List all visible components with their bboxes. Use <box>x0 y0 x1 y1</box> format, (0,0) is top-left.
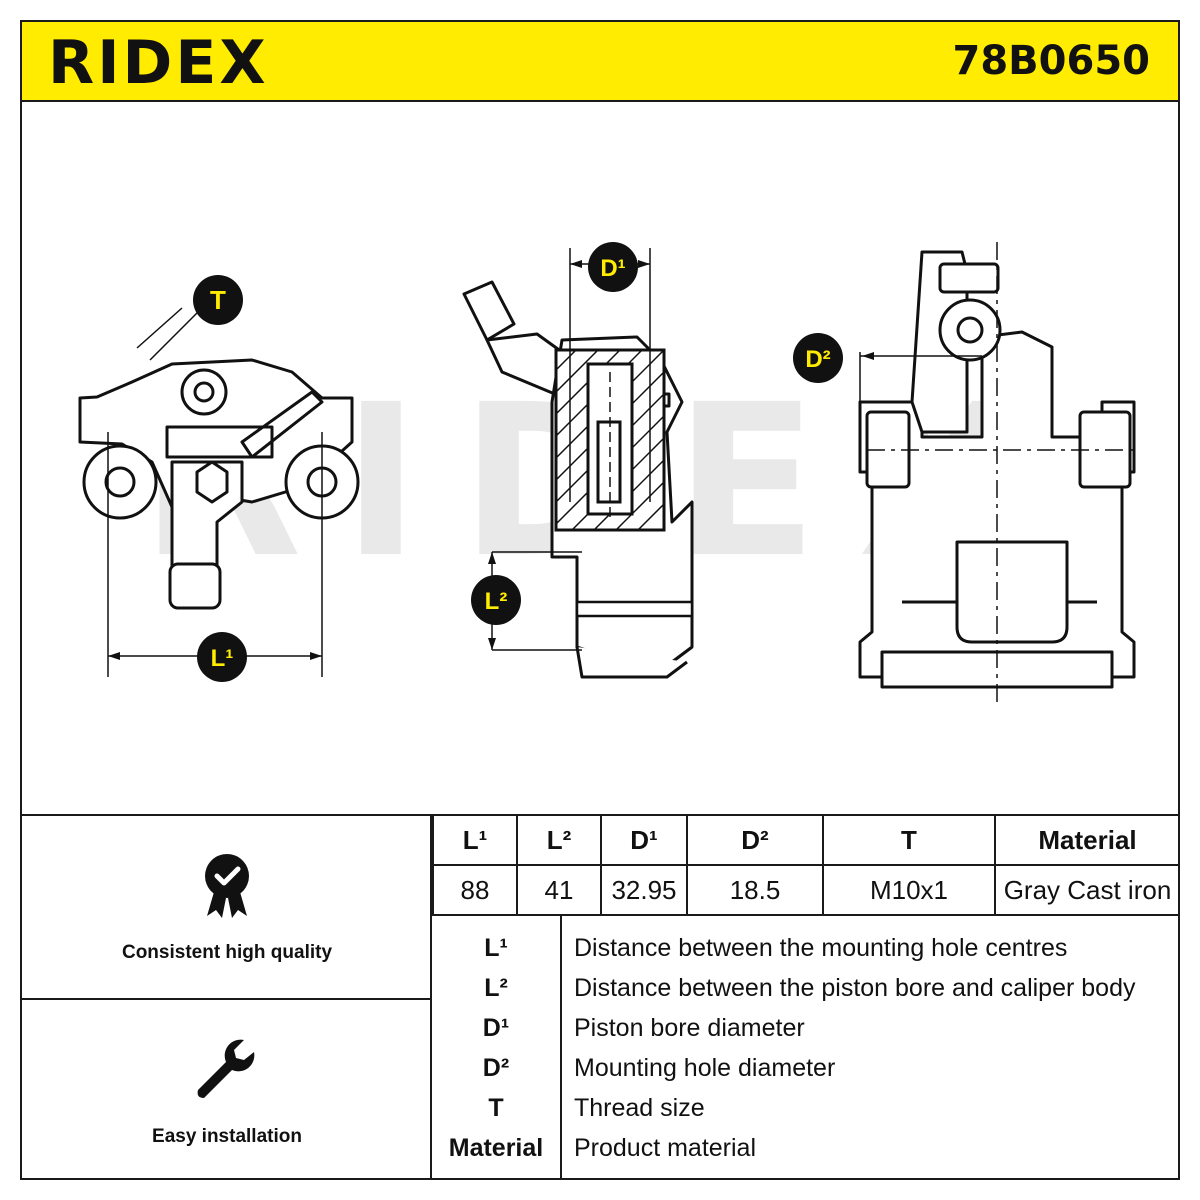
legend-key: L² <box>484 974 508 1002</box>
callout-d2-label: D² <box>805 346 830 373</box>
spec-header-l2: L² <box>516 816 602 866</box>
arrow-d1-right <box>638 260 650 268</box>
spec-value-l1: 88 <box>432 864 518 916</box>
legend-key: D² <box>482 1054 510 1082</box>
product-sheet: RIDEX 78B0650 RIDEX <box>20 20 1180 1180</box>
legend-key: Material <box>448 1134 544 1162</box>
spec-value-material: Gray Cast iron <box>994 864 1179 916</box>
legend-divider <box>560 916 562 1180</box>
technical-drawing: RIDEX <box>22 102 1178 814</box>
arrow-l2-bottom <box>488 638 496 650</box>
dimension-lines-right <box>859 242 1134 707</box>
legend-key: L¹ <box>484 934 508 962</box>
spec-header-d2: D² <box>686 816 824 866</box>
feature-label: Easy installation <box>152 1126 302 1147</box>
arrow-l2-top <box>488 552 496 564</box>
spec-header-row: L¹ L² D¹ D² T Material <box>432 816 1179 866</box>
feature-label: Consistent high quality <box>121 942 333 963</box>
section-hatch <box>554 348 694 618</box>
callout-d1-label: D¹ <box>600 255 625 282</box>
spec-value-l2: 41 <box>516 864 602 916</box>
legend-desc: Distance between the piston bore and cal… <box>574 974 1136 1002</box>
arrow-l1-right <box>310 652 322 660</box>
wrench-icon <box>197 1039 255 1098</box>
legend-list: L¹ Distance between the mounting hole ce… <box>432 916 1178 1180</box>
spec-table: L¹ L² D¹ D² T Material 88 41 32.95 18.5 … <box>432 816 1179 916</box>
callout-l2-label: L² <box>485 588 508 615</box>
legend-desc: Piston bore diameter <box>574 1014 805 1042</box>
legend-item: L¹ Distance between the mounting hole ce… <box>432 928 1178 968</box>
spec-header-t: T <box>822 816 996 866</box>
spec-value-d2: 18.5 <box>686 864 824 916</box>
legend-desc: Product material <box>574 1134 757 1162</box>
spec-value-row: 88 41 32.95 18.5 M10x1 Gray Cast iron <box>432 864 1179 916</box>
part-number: 78B0650 <box>952 38 1150 84</box>
legend-key: T <box>488 1094 504 1122</box>
callout-d1-circle <box>588 242 638 292</box>
legend-key: D¹ <box>482 1014 510 1042</box>
callout-t-label: T <box>210 285 226 315</box>
spec-value-t: M10x1 <box>822 864 996 916</box>
arrow-l1-left <box>108 652 120 660</box>
spec-header-material: Material <box>994 816 1179 866</box>
arrow-d2 <box>862 352 874 360</box>
legend-desc: Distance between the mounting hole centr… <box>574 934 1068 962</box>
caliper-drawing-svg: RIDEX <box>78 242 1136 707</box>
legend-desc: Thread size <box>574 1094 705 1122</box>
legend-desc: Mounting hole diameter <box>574 1054 836 1082</box>
callout-l2-circle <box>471 575 521 625</box>
arrow-d1-left <box>570 260 582 268</box>
info-panel: Consistent high quality Easy installatio… <box>22 814 1179 1180</box>
legend-item: T Thread size <box>432 1088 1178 1128</box>
spec-header-d1: D¹ <box>600 816 688 866</box>
caliper-front-view <box>78 358 360 610</box>
callout-l1-circle <box>197 632 247 682</box>
spec-value-d1: 32.95 <box>600 864 688 916</box>
feature-installation: Easy installation <box>22 1000 432 1180</box>
brand-logo: RIDEX <box>48 28 269 98</box>
legend-item: D² Mounting hole diameter <box>432 1048 1178 1088</box>
legend-item: D¹ Piston bore diameter <box>432 1008 1178 1048</box>
legend-item: L² Distance between the piston bore and … <box>432 968 1178 1008</box>
legend-item: Material Product material <box>432 1128 1178 1168</box>
feature-quality: Consistent high quality <box>22 816 432 1000</box>
callout-l1-label: L¹ <box>211 645 234 672</box>
header-bar: RIDEX 78B0650 <box>22 22 1178 102</box>
callout-t-circle <box>193 275 243 325</box>
quality-badge-icon <box>205 854 249 918</box>
callout-d2-circle <box>793 333 843 383</box>
spec-header-l1: L¹ <box>432 816 518 866</box>
